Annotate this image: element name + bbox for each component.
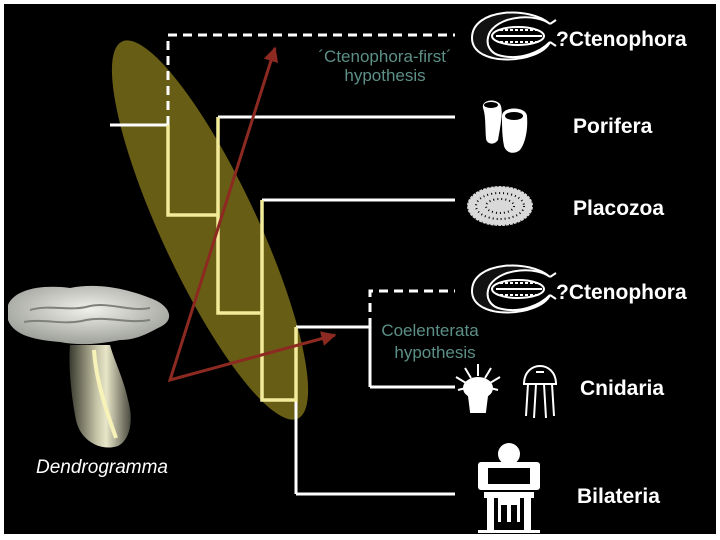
label-cnidaria: Cnidaria (580, 377, 664, 400)
placozoan-icon (467, 186, 533, 226)
coelenterata-line1: Coelenterata (381, 321, 479, 340)
label-ctenophora-top: ?Ctenophora (556, 28, 687, 51)
ctenophora-first-line2: hypothesis (344, 66, 425, 85)
label-placozoa: Placozoa (573, 197, 664, 220)
coelenterata-line2: hypothesis (394, 343, 475, 362)
label-bilateria: Bilateria (577, 485, 660, 508)
label-porifera: Porifera (573, 115, 653, 138)
ctenophora-first-line1: ´Ctenophora-first´ (318, 47, 451, 66)
label-ctenophora-mid: ?Ctenophora (556, 281, 687, 304)
specimen-label: Dendrogramma (36, 457, 168, 478)
